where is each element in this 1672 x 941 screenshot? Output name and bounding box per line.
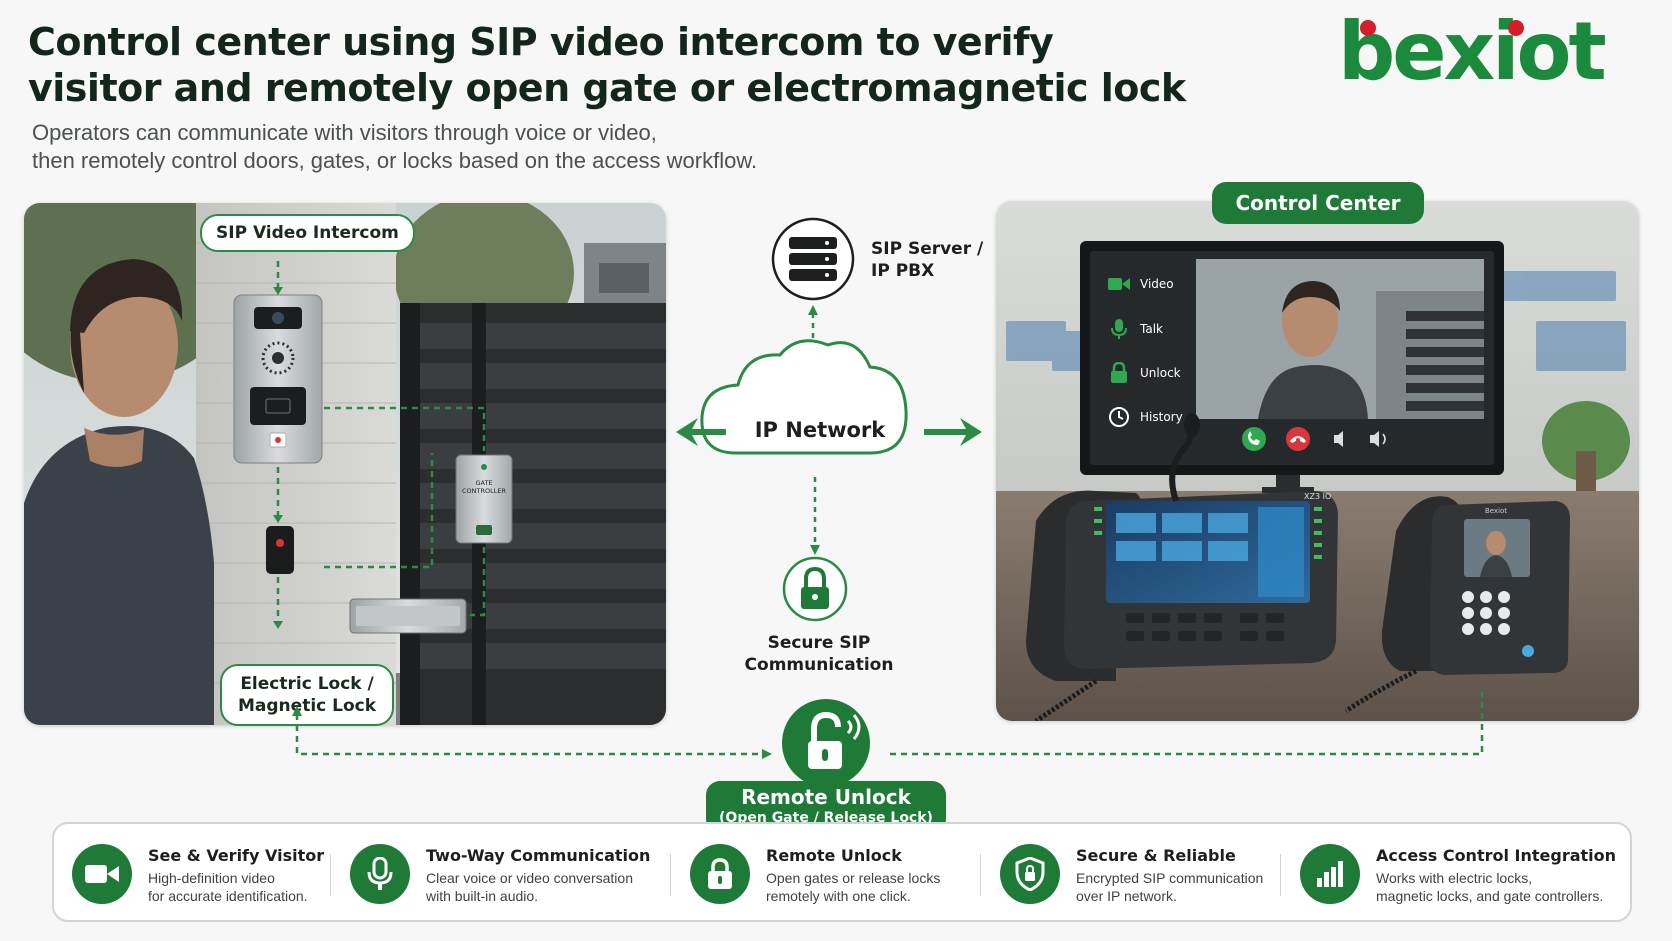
feature-title: Remote Unlock <box>766 846 902 865</box>
microphone-icon <box>1111 319 1127 339</box>
feature-title: See & Verify Visitor <box>148 846 325 865</box>
lock-label-line-1: Electric Lock / <box>240 674 374 694</box>
clock-icon <box>1109 407 1129 427</box>
shield-icon <box>1000 844 1060 904</box>
control-center-badge: Control Center <box>1212 182 1424 224</box>
feature-desc: Encrypted SIP communication over IP netw… <box>1076 870 1296 906</box>
monitor-menu-unlock-label: Unlock <box>1140 366 1181 380</box>
secure-sip-label: Secure SIP Communication <box>725 632 913 676</box>
remote-unlock-flow-lines <box>292 692 1484 759</box>
intercom-label: SIP Video Intercom <box>200 214 415 253</box>
decline-call-icon <box>1286 427 1310 451</box>
bar-chart-icon <box>1300 844 1360 904</box>
feature-desc: Works with electric locks, magnetic lock… <box>1376 870 1626 906</box>
flow-arrows <box>676 418 982 446</box>
sip-server-label-line-1: SIP Server / <box>871 239 984 259</box>
features-strip: See & Verify Visitor High-definition vid… <box>52 822 1632 922</box>
phone-brand-label: Bexiot <box>1485 507 1507 515</box>
monitor-menu-history[interactable]: History <box>1108 406 1183 428</box>
video-camera-icon <box>1108 278 1130 290</box>
lock-label: Electric Lock / Magnetic Lock <box>220 664 395 727</box>
sip-server-label-line-2: IP PBX <box>871 261 935 282</box>
accept-call-icon <box>1242 427 1266 451</box>
secure-sip-label-line-2: Communication <box>744 655 894 676</box>
volume-down-icon <box>1334 431 1343 447</box>
feature-desc: Open gates or release locks remotely wit… <box>766 870 986 906</box>
feature-desc-line-1: High-definition video <box>148 870 275 886</box>
remote-unlock-icon <box>782 699 870 787</box>
feature-title: Access Control Integration <box>1376 846 1617 865</box>
microphone-icon <box>350 844 410 904</box>
monitor-menu-talk-label: Talk <box>1140 322 1163 336</box>
arrow-right-icon <box>924 418 982 446</box>
control-center-illustration: XZ3 IO Bexiot <box>996 201 1639 721</box>
subtitle-line-1: Operators can communicate with visitors … <box>32 120 657 145</box>
remote-unlock-title: Remote Unlock <box>741 785 911 809</box>
secure-lock-icon <box>782 556 848 622</box>
monitor-menu-history-label: History <box>1140 410 1183 424</box>
feature-separator <box>330 854 331 896</box>
sip-server-label: SIP Server / IP PBX <box>871 238 983 282</box>
secure-sip-label-line-1: Secure SIP <box>767 633 871 653</box>
feature-separator <box>980 854 981 896</box>
feature-desc: High-definition video for accurate ident… <box>148 870 368 906</box>
lock-icon <box>690 844 750 904</box>
feature-desc-line-2: magnetic locks, and gate controllers. <box>1376 887 1604 904</box>
volume-up-icon <box>1370 431 1386 447</box>
brand-logo-red-dot <box>1360 20 1376 36</box>
feature-desc-line-2: remotely with one click. <box>766 887 911 904</box>
control-center-scene-panel: XZ3 IO Bexiot <box>996 201 1639 721</box>
monitor-menu-video[interactable]: Video <box>1108 276 1174 292</box>
monitor-menu-video-label: Video <box>1140 277 1174 291</box>
feature-desc-line-1: Works with electric locks, <box>1376 870 1533 886</box>
feature-desc-line-1: Clear voice or video conversation <box>426 870 633 886</box>
intercom-scene-panel: GATE CONTROLLER <box>24 203 666 725</box>
page-title-line-2: visitor and remotely open gate or electr… <box>28 66 1186 110</box>
feature-separator <box>1280 854 1281 896</box>
feature-desc-line-1: Open gates or release locks <box>766 870 941 886</box>
subtitle-line-2: then remotely control doors, gates, or l… <box>32 148 758 173</box>
brand-logo-red-dot <box>1508 20 1524 36</box>
feature-desc-line-2: with built-in audio. <box>426 887 539 904</box>
feature-desc: Clear voice or video conversation with b… <box>426 870 666 906</box>
feature-desc-line-1: Encrypted SIP communication <box>1076 870 1264 886</box>
page-title-line-1: Control center using SIP video intercom … <box>28 20 1054 64</box>
phone-model-label: XZ3 IO <box>1304 492 1331 501</box>
ip-network-label: IP Network <box>754 418 886 442</box>
arrow-left-icon <box>676 418 726 446</box>
cloud-icon <box>700 339 908 455</box>
feature-desc-line-2: over IP network. <box>1076 887 1177 904</box>
lock-label-line-2: Magnetic Lock <box>238 696 377 717</box>
feature-desc-line-2: for accurate identification. <box>148 887 308 904</box>
feature-title: Secure & Reliable <box>1076 846 1236 865</box>
lock-icon <box>1111 362 1127 383</box>
feature-title: Two-Way Communication <box>426 846 651 865</box>
server-icon <box>771 217 855 301</box>
video-camera-icon <box>72 844 132 904</box>
monitor-menu-talk[interactable]: Talk <box>1108 318 1163 340</box>
network-diagram <box>700 217 908 622</box>
gate-controller-text-2: CONTROLLER <box>462 487 506 495</box>
feature-separator <box>670 854 671 896</box>
gate-controller-text-1: GATE <box>475 479 492 487</box>
brand-logo: bexiot <box>1338 5 1607 98</box>
intercom-scene-illustration: GATE CONTROLLER <box>24 203 666 725</box>
monitor-menu-unlock[interactable]: Unlock <box>1108 362 1181 384</box>
